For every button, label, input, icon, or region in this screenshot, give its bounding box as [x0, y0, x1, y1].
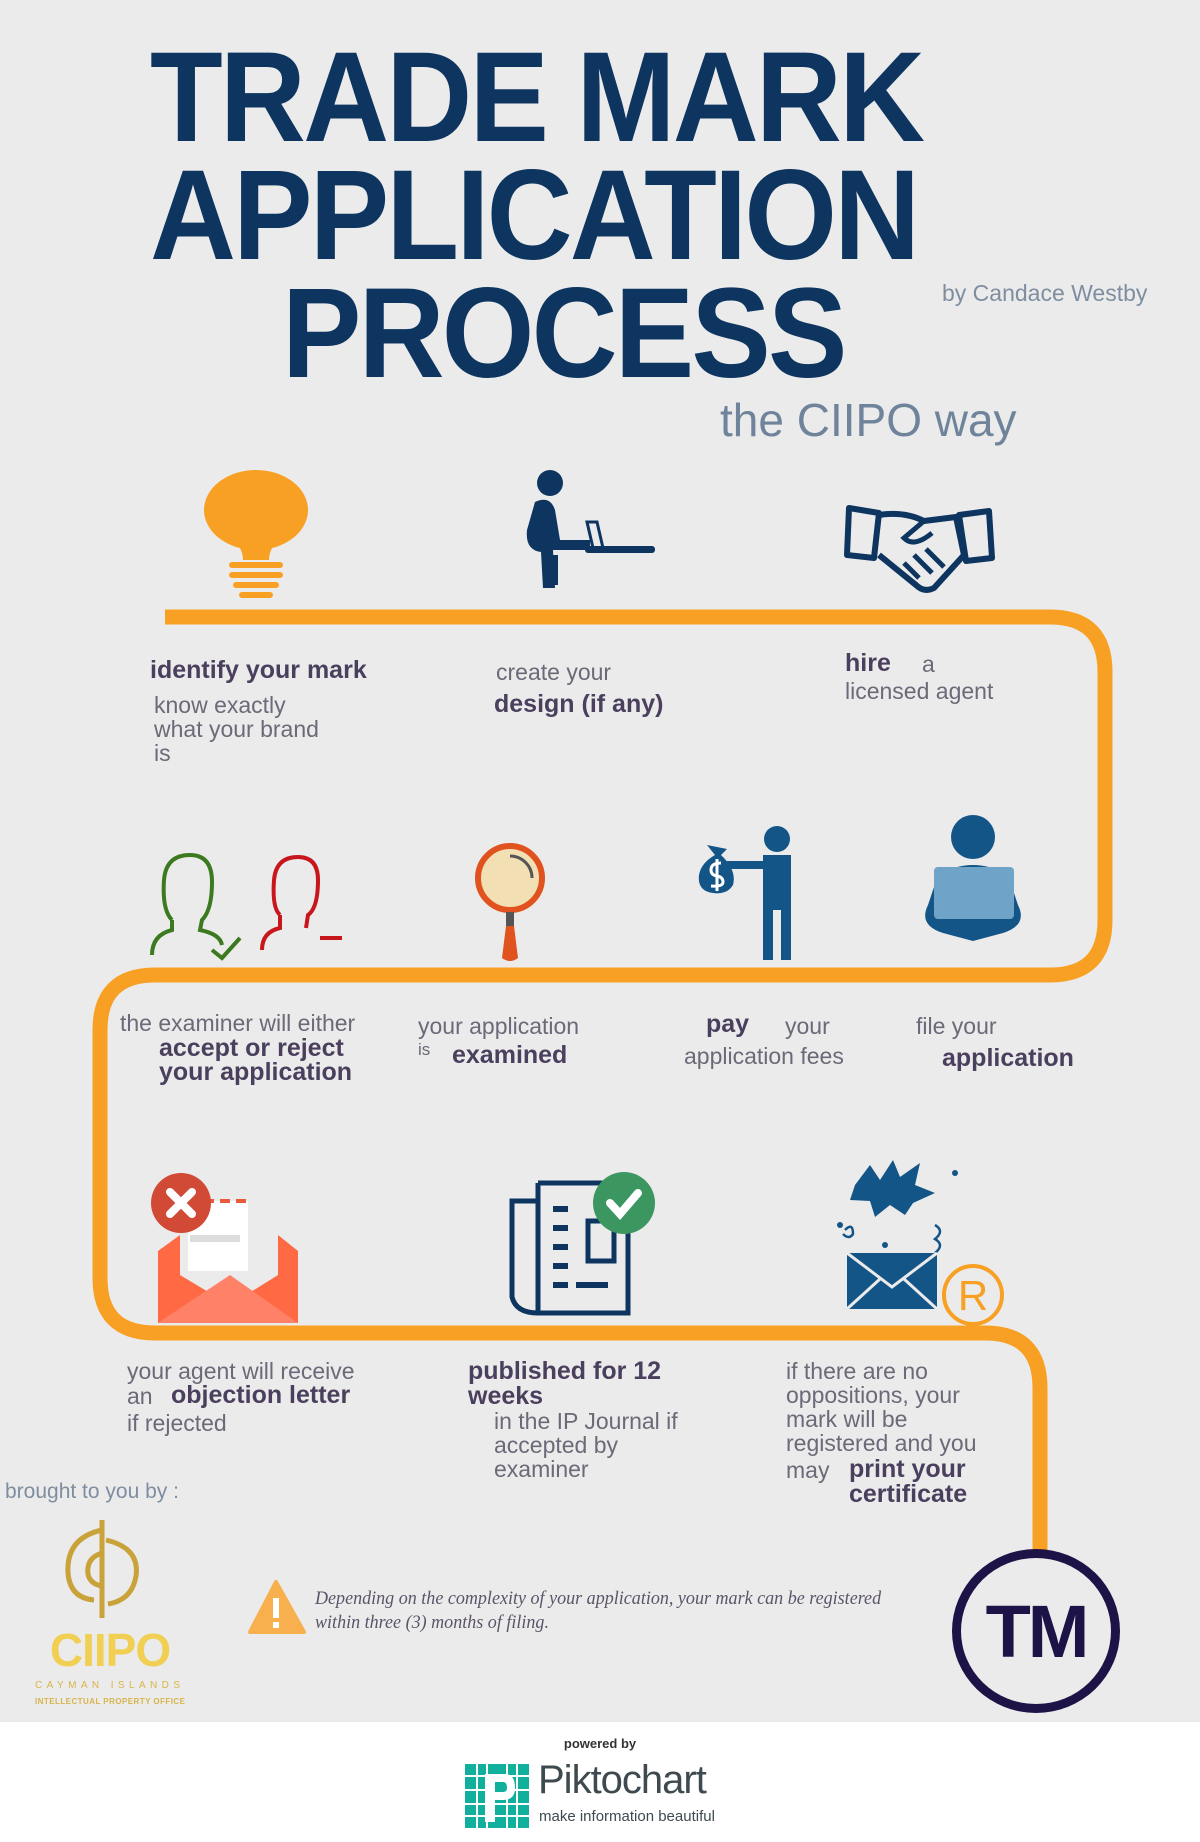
step8-line-3: if rejected — [127, 1410, 227, 1436]
step10-line-4: registered and you — [786, 1430, 977, 1456]
svg-text:CIIPO: CIIPO — [50, 1624, 170, 1676]
step9-bold-2: weeks — [468, 1382, 544, 1410]
step8-line-1: your agent will receive — [127, 1358, 355, 1384]
svg-text:CAYMAN ISLANDS: CAYMAN ISLANDS — [35, 1680, 185, 1691]
piktochart-tagline: make information beautiful — [539, 1808, 715, 1825]
step10-bold-1: print your — [849, 1455, 966, 1483]
footer: powered by Piktochart make information b… — [0, 1722, 1200, 1842]
step10-line-2: oppositions, your — [786, 1382, 960, 1408]
step4-title: application — [942, 1044, 1074, 1072]
step8-line-2: an — [127, 1383, 153, 1409]
infographic: TRADE MARK APPLICATION PROCESS by Candac… — [0, 0, 1200, 1722]
accept-reject-heads-icon — [150, 852, 342, 961]
rejected-envelope-icon — [151, 1173, 298, 1323]
piktochart-brand[interactable]: Piktochart — [538, 1758, 707, 1802]
process-path-line — [92, 609, 1113, 1552]
svg-text:INTELLECTUAL PROPERTY OFFICE: INTELLECTUAL PROPERTY OFFICE — [35, 1697, 186, 1706]
step3-line-1: a — [922, 651, 935, 677]
step9-line-2: accepted by — [494, 1432, 619, 1458]
piktochart-logo-icon[interactable] — [465, 1764, 529, 1828]
title-line-3: PROCESS — [282, 262, 847, 405]
ciipo-logo: CIIPO CAYMAN ISLANDS INTELLECTUAL PROPER… — [35, 1520, 186, 1706]
brought-to-you-by: brought to you by : — [5, 1480, 179, 1503]
step9-bold-1: published for 12 — [468, 1357, 662, 1385]
step7-line-1: the examiner will either — [120, 1010, 356, 1036]
powered-by: powered by — [563, 1736, 637, 1751]
magnifier-icon — [475, 843, 545, 961]
note-line-2: within three (3) months of filing. — [315, 1612, 549, 1633]
step8-bold: objection letter — [171, 1381, 351, 1409]
step6-line-1: your application — [418, 1013, 580, 1039]
step10-bold-2: certificate — [849, 1480, 968, 1508]
step4-line-1: file your — [916, 1013, 997, 1039]
step10-line-1: if there are no — [786, 1358, 928, 1384]
author: by Candace Westby — [942, 280, 1148, 306]
title-line-2: APPLICATION — [150, 144, 920, 287]
step5-line-2: application fees — [684, 1043, 844, 1069]
step7-bold-1: accept or reject — [159, 1034, 344, 1062]
step7-bold-2: your application — [159, 1058, 353, 1086]
registered-symbol: R — [958, 1272, 988, 1319]
laptop-meditation-icon — [925, 815, 1021, 941]
lightbulb-icon — [204, 470, 308, 598]
money-bag-icon — [698, 826, 791, 960]
step3-line-2: licensed agent — [845, 678, 994, 704]
step6-title: examined — [452, 1041, 568, 1069]
process-path — [92, 609, 1113, 1552]
step2-title: design (if any) — [494, 690, 664, 718]
step10-line-5: may — [786, 1457, 830, 1483]
step9-line-1: in the IP Journal if — [494, 1408, 678, 1434]
step3-title: hire — [845, 649, 891, 677]
warning-icon — [248, 1580, 306, 1634]
person-laptop-icon — [526, 470, 655, 588]
note-text: Depending on the complexity of your appl… — [315, 1587, 881, 1635]
step2-line-1: create your — [496, 659, 612, 685]
note-line-1: Depending on the complexity of your appl… — [315, 1588, 882, 1609]
step5-title: pay — [706, 1010, 750, 1038]
step6-line-2: is — [418, 1040, 431, 1059]
celebration-registered-icon: R — [837, 1160, 1004, 1326]
tm-badge: TM — [952, 1549, 1120, 1713]
subtitle: the CIIPO way — [720, 394, 1017, 446]
step1-line-3: is — [154, 740, 171, 766]
step1-line-2: what your brand — [154, 716, 319, 742]
step9-line-3: examiner — [494, 1456, 589, 1482]
newspaper-check-icon — [509, 1172, 655, 1316]
step1-line-1: know exactly — [154, 692, 286, 718]
step1-title: identify your mark — [150, 656, 367, 684]
handshake-icon — [844, 505, 995, 593]
step5-line-1: your — [785, 1013, 830, 1039]
title-line-1: TRADE MARK — [150, 26, 925, 169]
step10-line-3: mark will be — [786, 1406, 908, 1432]
